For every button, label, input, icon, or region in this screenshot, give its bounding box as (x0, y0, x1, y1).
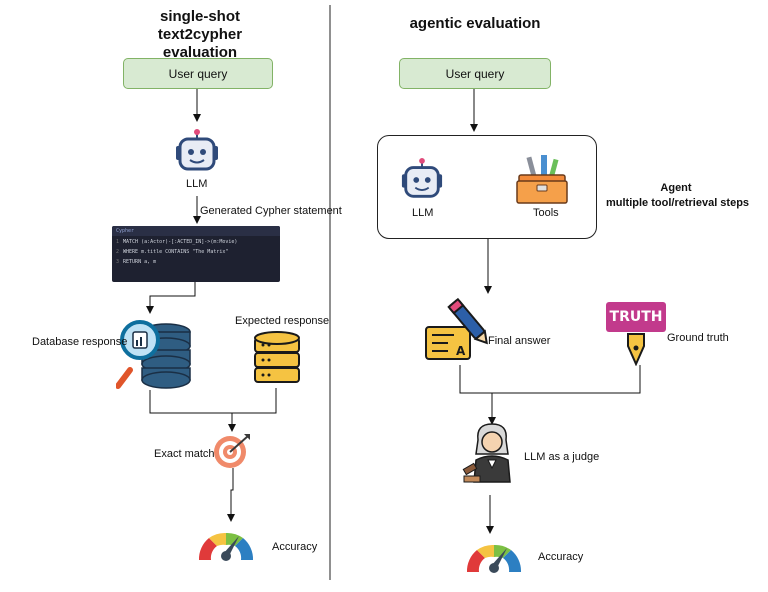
left-llm-label: LLM (186, 178, 208, 190)
code-header: Cypher (112, 226, 280, 236)
left-user-query-box: User query (123, 58, 273, 89)
left-title-line2: text2cypher evaluation (157, 26, 243, 61)
truth-sign-text: TRUTH (609, 309, 663, 325)
toolbox-icon (515, 155, 569, 210)
database-icon (252, 330, 302, 393)
left-accuracy-label: Accuracy (272, 541, 318, 553)
line-merge (149, 388, 277, 414)
left-user-query-label: User query (168, 66, 228, 81)
right-accuracy-label: Accuracy (538, 551, 584, 563)
agent-llm-label: LLM (412, 207, 434, 219)
expected-response-label: Expected response (235, 315, 330, 327)
agent-title: Agent multiple tool/retrieval steps (606, 182, 750, 209)
right-title: agentic evaluation (409, 15, 541, 32)
arrow-match-accuracy (227, 468, 235, 522)
truth-pen-icon: TRUTH (606, 302, 666, 332)
generated-cypher-label: Generated Cypher statement (200, 205, 342, 217)
arrow-cypher-db (146, 282, 196, 314)
left-title: single-shot text2cypher evaluation (120, 8, 280, 62)
svg-text:A: A (456, 344, 466, 358)
document-pen-icon: A (424, 293, 496, 370)
judge-icon (462, 420, 522, 489)
llm-judge-label: LLM as a judge (524, 451, 600, 463)
line-merge-right (459, 365, 641, 394)
agent-line2: multiple tool/retrieval steps (606, 197, 750, 209)
tools-label: Tools (533, 207, 559, 219)
database-response-label: Database response (32, 336, 128, 348)
ground-truth-label: Ground truth (667, 332, 729, 344)
robot-icon (400, 157, 444, 208)
database-search-icon (115, 312, 196, 397)
robot-icon (174, 128, 220, 181)
gauge-icon (463, 536, 525, 581)
agent-line1: Agent (660, 182, 692, 194)
pen-nib-icon (624, 332, 648, 371)
exact-match-label: Exact match (154, 448, 215, 460)
left-title-line1: single-shot (159, 8, 240, 25)
target-icon (212, 432, 252, 475)
right-user-query-box: User query (399, 58, 551, 89)
final-answer-label: Final answer (488, 335, 551, 347)
gauge-icon (195, 524, 257, 569)
right-user-query-label: User query (445, 66, 505, 81)
